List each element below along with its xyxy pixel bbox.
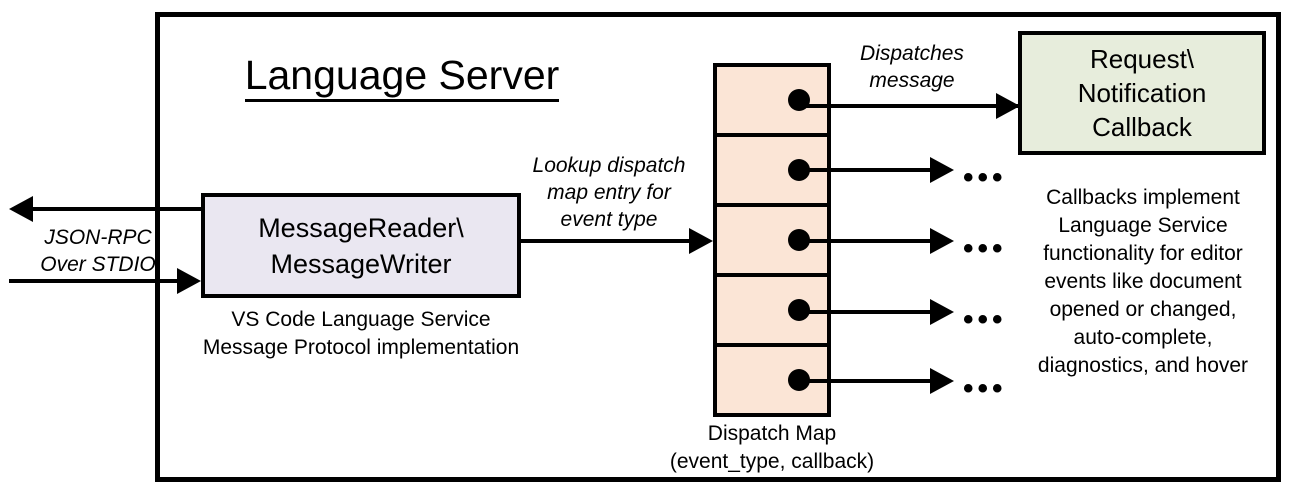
callback-label-line2: Notification xyxy=(1077,78,1207,108)
callback-caption-line6: auto-complete, xyxy=(1073,326,1213,349)
dispatch-map-caption: Dispatch Map (event_type, callback) xyxy=(642,420,902,476)
dispatch-arrow-4-ellipsis: ••• xyxy=(963,303,1007,336)
jsonrpc-in-line xyxy=(9,279,194,283)
dispatch-arrow-3-arrowhead xyxy=(930,228,954,254)
dispatch-arrow-4-arrowhead xyxy=(930,299,954,325)
jsonrpc-out-arrowhead xyxy=(9,196,33,222)
dispatch-map-row[interactable] xyxy=(717,347,827,413)
dispatch-map-caption-line2: (event_type, callback) xyxy=(669,450,875,473)
dispatch-entry-dot-icon xyxy=(788,229,810,251)
request-notification-callback-node[interactable]: Request\ Notification Callback xyxy=(1018,31,1266,155)
request-notification-callback-label: Request\ Notification Callback xyxy=(1078,42,1207,144)
jsonrpc-out-line xyxy=(33,207,208,211)
callback-caption-line7: diagnostics, and hover xyxy=(1037,354,1249,377)
message-reader-writer-label: MessageReader\ MessageWriter xyxy=(258,210,464,282)
callback-caption: Callbacks implement Language Service fun… xyxy=(1012,184,1274,380)
page-title-text: Language Server xyxy=(244,52,560,102)
dispatch-arrow-4-line xyxy=(800,310,934,314)
dispatch-map-row[interactable] xyxy=(717,137,827,207)
dispatch-entry-dot-icon xyxy=(788,159,810,181)
language-server-boundary xyxy=(155,12,1281,482)
jsonrpc-label-line2: Over STDIO xyxy=(40,253,156,276)
lookup-dispatch-edge-label: Lookup dispatch map entry for event type xyxy=(514,152,704,233)
dispatch-map-table[interactable] xyxy=(713,63,831,417)
dispatch-arrow-5-line xyxy=(800,379,934,383)
message-reader-writer-line1: MessageReader\ xyxy=(258,212,464,243)
callback-caption-line3: functionality for editor xyxy=(1043,242,1243,265)
callback-caption-line2: Language Service xyxy=(1058,214,1228,237)
dispatch-arrow-5-ellipsis: ••• xyxy=(963,372,1007,405)
dispatch-arrow-1-arrowhead xyxy=(996,93,1020,119)
dispatch-entry-dot-icon xyxy=(788,369,810,391)
dispatches-message-edge-label: Dispatches message xyxy=(832,40,992,94)
dispatch-map-row[interactable] xyxy=(717,277,827,347)
dispatch-arrow-2-arrowhead xyxy=(930,157,954,183)
message-reader-writer-caption: VS Code Language Service Message Protoco… xyxy=(181,306,541,362)
dispatch-arrow-2-ellipsis: ••• xyxy=(963,161,1007,194)
jsonrpc-label-line1: JSON-RPC xyxy=(44,226,152,249)
lookup-dispatch-arrowhead xyxy=(689,228,713,254)
callback-label-line3: Callback xyxy=(1092,112,1192,142)
message-reader-writer-caption-line1: VS Code Language Service xyxy=(231,308,491,331)
message-reader-writer-caption-line2: Message Protocol implementation xyxy=(202,336,520,359)
lookup-label-line3: event type xyxy=(560,208,658,231)
page-title: Language Server xyxy=(232,52,572,102)
callback-label-line1: Request\ xyxy=(1089,44,1195,74)
message-reader-writer-line2: MessageWriter xyxy=(270,248,452,279)
dispatch-map-row[interactable] xyxy=(717,207,827,277)
dispatch-arrow-3-ellipsis: ••• xyxy=(963,232,1007,265)
callback-caption-line4: events like document xyxy=(1044,270,1242,293)
dispatches-label-line2: message xyxy=(869,69,955,92)
dispatch-entry-dot-icon xyxy=(788,299,810,321)
callback-caption-line5: opened or changed, xyxy=(1049,298,1237,321)
dispatch-arrow-5-arrowhead xyxy=(930,368,954,394)
lookup-label-line2: map entry for xyxy=(547,181,671,204)
dispatch-arrow-3-line xyxy=(800,239,934,243)
dispatch-map-row[interactable] xyxy=(717,67,827,137)
dispatch-arrow-2-line xyxy=(800,168,934,172)
message-reader-writer-node[interactable]: MessageReader\ MessageWriter xyxy=(201,193,521,298)
jsonrpc-edge-label: JSON-RPC Over STDIO xyxy=(18,224,178,278)
jsonrpc-in-arrowhead xyxy=(177,268,201,294)
callback-caption-line1: Callbacks implement xyxy=(1046,186,1240,209)
lookup-label-line1: Lookup dispatch xyxy=(532,154,686,177)
dispatch-map-caption-line1: Dispatch Map xyxy=(707,422,837,445)
dispatch-arrow-1-line xyxy=(800,104,1018,108)
dispatches-label-line1: Dispatches xyxy=(860,42,964,65)
lookup-dispatch-line xyxy=(521,239,696,243)
